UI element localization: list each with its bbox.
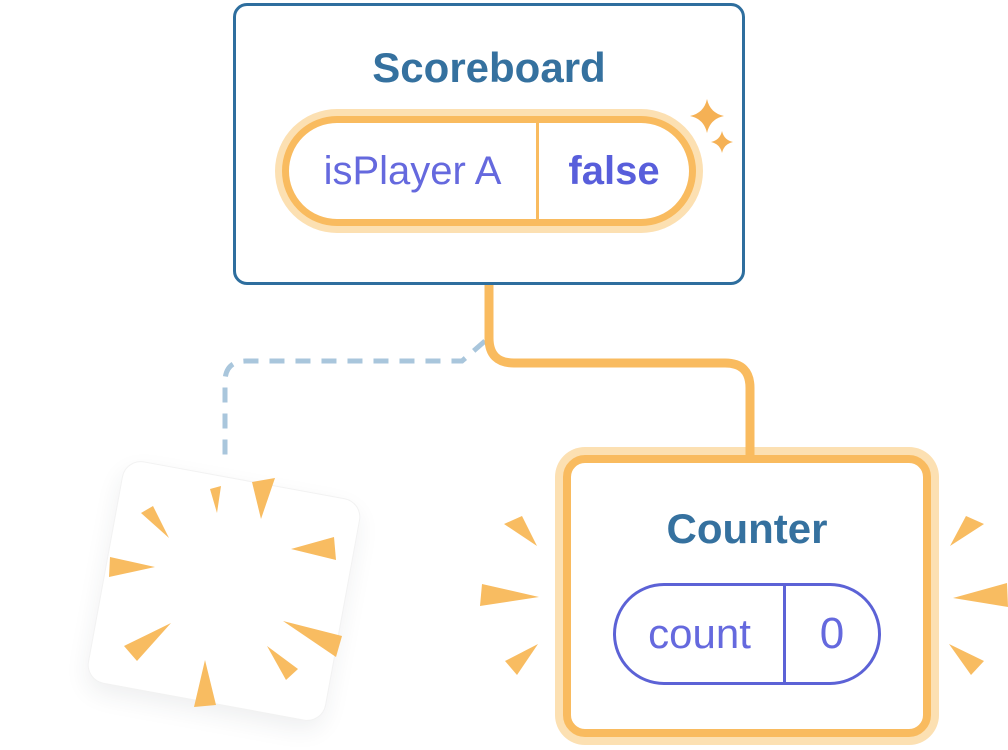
- removed-branch-dashed-connector: [222, 339, 487, 458]
- active-branch-connector: [484, 285, 755, 462]
- scoreboard-title: Scoreboard: [372, 44, 606, 91]
- scoreboard-state-key: isPlayer A: [289, 123, 539, 220]
- counter-title: Counter: [666, 505, 828, 552]
- counter-card: Counter count 0: [563, 455, 931, 737]
- counter-state-pill: count 0: [613, 583, 881, 686]
- scoreboard-card: Scoreboard isPlayer A false: [233, 3, 745, 285]
- scoreboard-state-value: false: [568, 148, 660, 193]
- counter-state-value: 0: [819, 609, 845, 659]
- emphasis-burst-right-icon: [949, 516, 1008, 675]
- destroyed-component-card: [85, 459, 363, 723]
- counter-state-key: count: [616, 586, 786, 683]
- emphasis-burst-left-icon: [480, 516, 539, 675]
- scoreboard-state-pill: isPlayer A false: [282, 116, 696, 227]
